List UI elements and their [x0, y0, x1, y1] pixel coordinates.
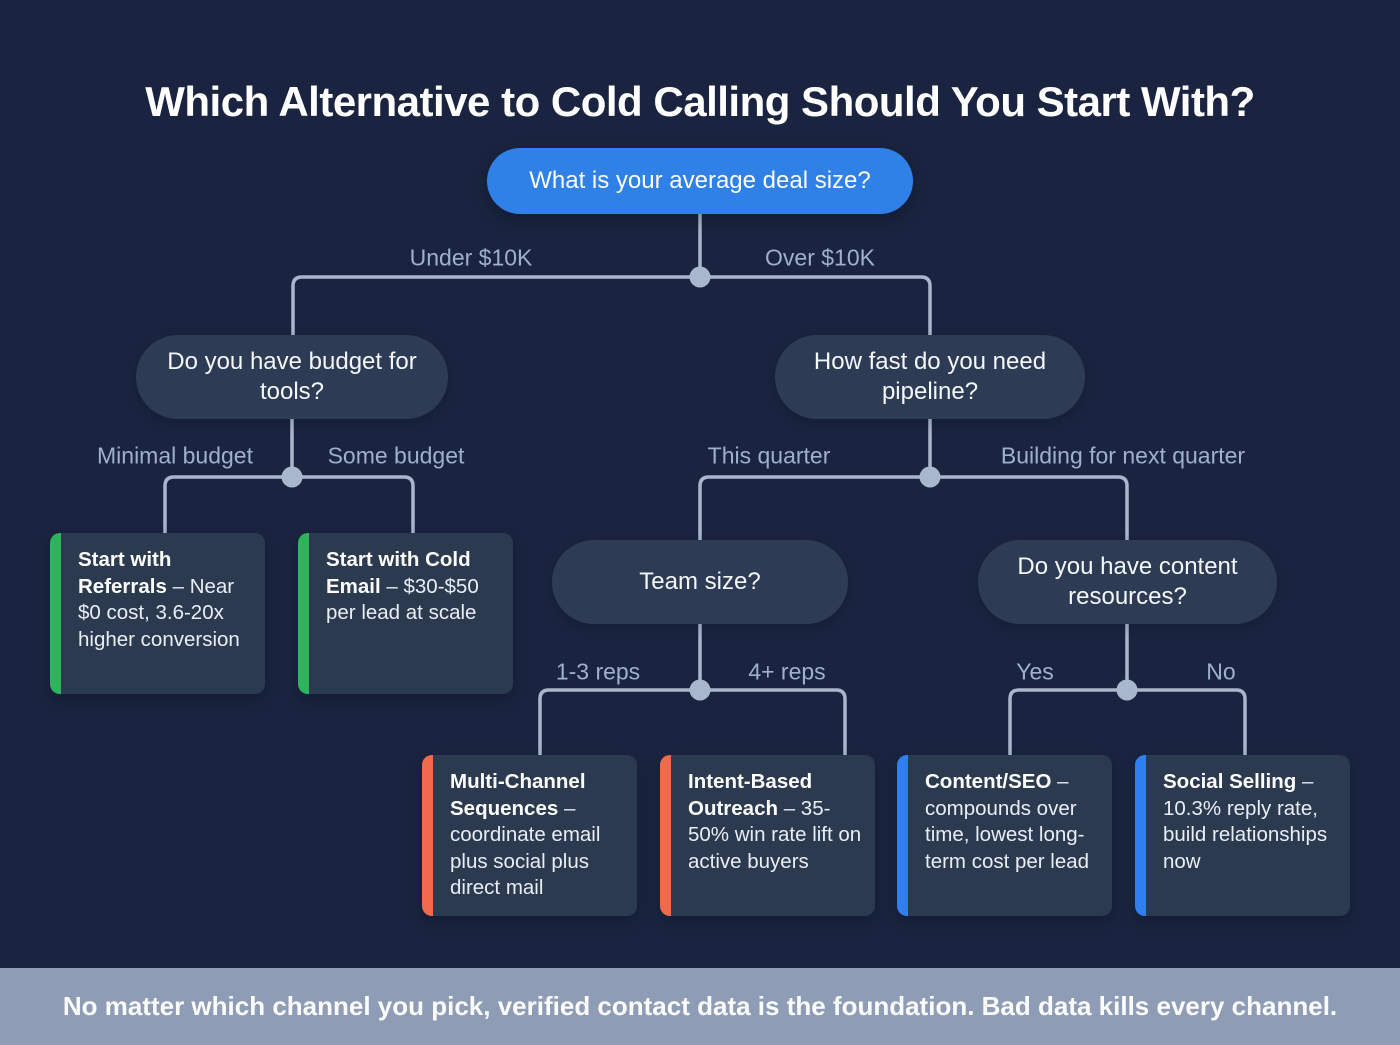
node-budget: Do you have budget for tools? — [136, 335, 448, 419]
node-team-size-label: Team size? — [639, 568, 761, 595]
junction-dot — [1116, 679, 1138, 701]
node-deal-size-label: What is your average deal size? — [529, 167, 871, 194]
footer-banner: No matter which channel you pick, verifi… — [0, 968, 1400, 1045]
junction-dot — [689, 679, 711, 701]
outcome-text: Start with Cold Email – $30-$50 per lead… — [326, 547, 501, 627]
branch-label-under-10k: Under $10K — [409, 244, 533, 271]
outcome-title: Social Selling — [1163, 770, 1297, 793]
outcome-text: Multi-Channel Sequences – coordinate ema… — [450, 769, 625, 902]
branch-label-minimal-budget: Minimal budget — [97, 442, 253, 469]
footer-note: No matter which channel you pick, verifi… — [62, 991, 1338, 1021]
outcome-title: Multi-Channel Sequences — [450, 770, 586, 820]
node-budget-label: Do you have budget for tools? — [167, 348, 417, 405]
connector-path — [698, 475, 1129, 540]
outcome-card-intent-based: Intent-Based Outreach – 35-50% win rate … — [660, 755, 875, 916]
outcome-desc: – 10.3% reply rate, build relationships … — [1163, 770, 1328, 873]
outcome-text: Start with Referrals – Near $0 cost, 3.6… — [78, 547, 253, 653]
outcome-desc: – Near $0 cost, 3.6-20x higher conversio… — [78, 574, 240, 651]
connector-path — [163, 475, 415, 533]
junction-dot — [281, 466, 303, 488]
connector-path — [1008, 688, 1247, 755]
outcome-desc: – compounds over time, lowest long-term … — [925, 770, 1090, 873]
node-deal-size: What is your average deal size? — [487, 148, 913, 214]
node-content-resources-label: Do you have content resources? — [1017, 553, 1238, 610]
node-pipeline-label: How fast do you need pipeline? — [813, 348, 1047, 405]
outcome-text: Content/SEO – compounds over time, lowes… — [925, 769, 1100, 875]
outcome-title: Start with Cold Email — [326, 548, 471, 598]
outcome-card-cold-email: Start with Cold Email – $30-$50 per lead… — [298, 533, 513, 694]
node-content-resources: Do you have content resources? — [978, 540, 1277, 624]
outcome-desc: – coordinate email plus social plus dire… — [450, 796, 601, 900]
outcome-card-referrals: Start with Referrals – Near $0 cost, 3.6… — [50, 533, 265, 694]
outcome-card-content-seo: Content/SEO – compounds over time, lowes… — [897, 755, 1112, 916]
connector-path — [538, 688, 847, 755]
outcome-desc: – 35-50% win rate lift on active buyers — [688, 796, 862, 873]
branch-label-some-budget: Some budget — [327, 442, 465, 469]
node-pipeline: How fast do you need pipeline? — [775, 335, 1085, 419]
branch-label-yes: Yes — [1016, 658, 1054, 685]
branch-label-4-plus-reps: 4+ reps — [748, 658, 826, 685]
outcome-text: Intent-Based Outreach – 35-50% win rate … — [688, 769, 863, 875]
branch-label-over-10k: Over $10K — [765, 244, 875, 271]
outcome-title: Intent-Based Outreach — [688, 770, 813, 820]
outcome-title: Content/SEO — [925, 770, 1052, 793]
connector-path — [291, 275, 932, 335]
outcome-title: Start with Referrals — [78, 548, 172, 598]
branch-label-no: No — [1206, 658, 1236, 685]
branch-label-1-3-reps: 1-3 reps — [555, 658, 641, 685]
outcome-card-social-selling: Social Selling – 10.3% reply rate, build… — [1135, 755, 1350, 916]
page-title: Which Alternative to Cold Calling Should… — [145, 78, 1255, 126]
node-team-size: Team size? — [552, 540, 848, 624]
branch-label-this-quarter: This quarter — [707, 442, 831, 469]
outcome-text: Social Selling – 10.3% reply rate, build… — [1163, 769, 1338, 875]
outcome-card-multi-channel: Multi-Channel Sequences – coordinate ema… — [422, 755, 637, 916]
outcome-desc: – $30-$50 per lead at scale — [326, 574, 479, 625]
branch-label-next-quarter: Building for next quarter — [1000, 442, 1246, 469]
junction-dot — [689, 266, 711, 288]
junction-dot — [919, 466, 941, 488]
